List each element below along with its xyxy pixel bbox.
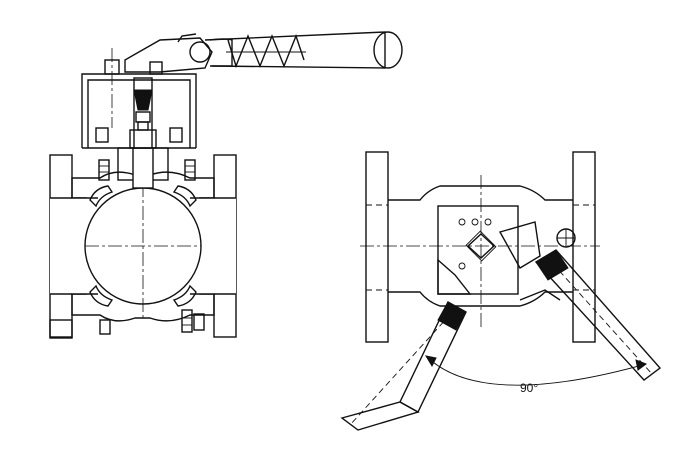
handle-spring bbox=[226, 33, 306, 69]
lower-left-seat bbox=[89, 284, 114, 307]
lower-bolts bbox=[99, 309, 205, 335]
bonnet bbox=[117, 147, 169, 189]
upper-bolts bbox=[98, 159, 196, 181]
right-flange bbox=[213, 154, 237, 338]
valve-ball bbox=[84, 160, 202, 320]
valve-section-view bbox=[49, 31, 403, 339]
rotation-angle-label: 90° bbox=[520, 381, 538, 395]
lever-position-closed bbox=[534, 249, 662, 381]
top-view-body bbox=[360, 175, 600, 330]
lever-position-open bbox=[340, 301, 467, 431]
lock-symbol bbox=[556, 228, 576, 248]
handle-hub bbox=[124, 33, 213, 73]
upper-left-seat bbox=[89, 185, 114, 208]
valve-stem bbox=[129, 77, 157, 149]
handle-lever[interactable] bbox=[204, 31, 403, 69]
body-lower-edge bbox=[519, 289, 561, 301]
rotation-arc bbox=[424, 355, 648, 386]
lower-right-seat bbox=[172, 284, 197, 307]
left-flange bbox=[49, 154, 73, 339]
mounting-pad bbox=[437, 205, 541, 295]
upper-right-seat bbox=[172, 185, 197, 208]
mounting-bracket bbox=[81, 48, 197, 149]
top-view-left-flange bbox=[365, 151, 389, 343]
valve-top-view: 90° bbox=[340, 151, 662, 431]
